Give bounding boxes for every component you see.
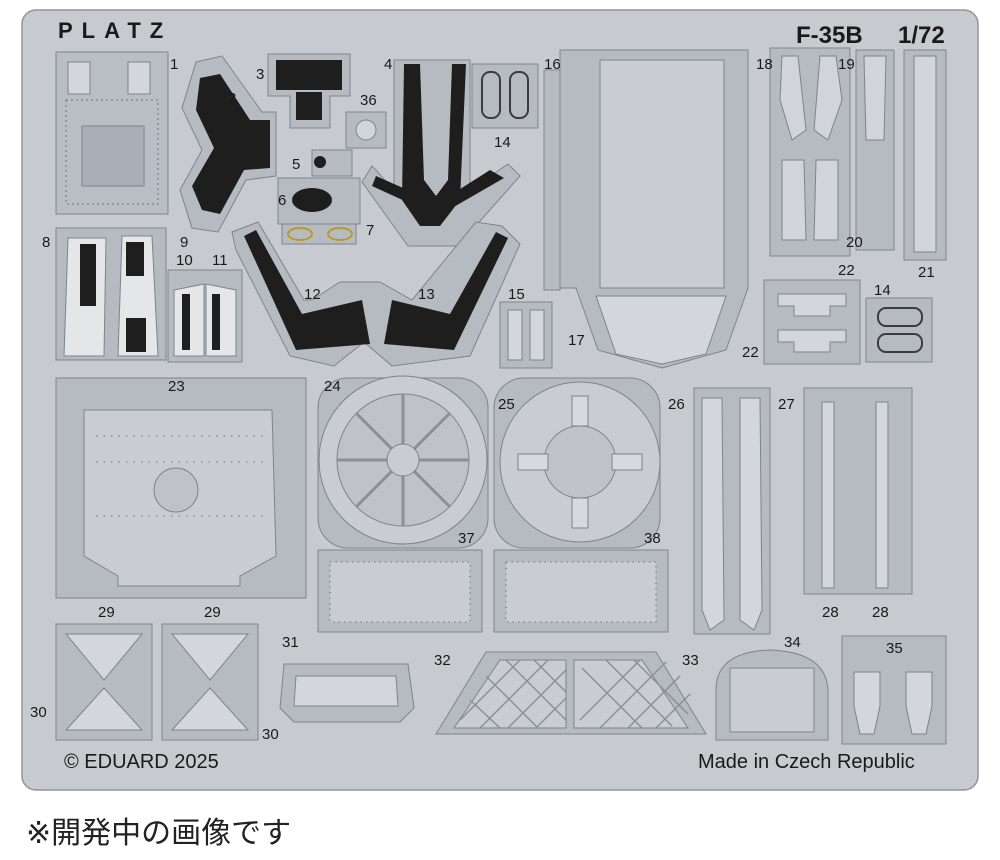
part-number: 22 — [742, 344, 759, 361]
part-number: 19 — [838, 56, 855, 73]
part-number: 15 — [508, 286, 525, 303]
part-number: 32 — [434, 652, 451, 669]
part-3-instrument-panel — [267, 53, 351, 129]
part-number: 26 — [668, 396, 685, 413]
part-number: 13 — [418, 286, 435, 303]
part-22-clips — [763, 279, 861, 365]
part-number: 34 — [784, 634, 801, 651]
part-number: 2 — [228, 90, 237, 107]
part-15-rails — [499, 301, 553, 369]
part-number: 21 — [918, 264, 935, 281]
brand-label: PLATZ — [58, 18, 173, 43]
part-number: 22 — [838, 262, 855, 279]
part-number: 38 — [644, 530, 661, 547]
part-16-17-fairing — [543, 49, 749, 369]
part-number: 29 — [98, 604, 115, 621]
part-36-plate — [345, 111, 387, 149]
part-number: 28 — [822, 604, 839, 621]
part-2-console — [179, 55, 277, 233]
part-12-13-seat-sides — [231, 221, 521, 367]
part-number: 29 — [204, 604, 221, 621]
part-number: 33 — [682, 652, 699, 669]
scale-label: 1/72 — [898, 22, 945, 49]
part-number: 30 — [262, 726, 279, 743]
part-number: 35 — [886, 640, 903, 657]
part-number: 3 — [256, 66, 265, 83]
part-number: 4 — [384, 56, 393, 73]
part-number: 17 — [568, 332, 585, 349]
part-8-9-side-consoles — [55, 227, 167, 361]
part-29-30-frames — [55, 623, 259, 741]
origin-label: Made in Czech Republic — [698, 751, 915, 773]
part-number: 25 — [498, 396, 515, 413]
part-14-buckles-right — [865, 297, 933, 363]
part-18-21-struts — [769, 47, 947, 261]
part-number: 5 — [292, 156, 301, 173]
part-number: 8 — [42, 234, 51, 251]
part-number: 9 — [180, 234, 189, 251]
part-number: 36 — [360, 92, 377, 109]
part-number: 24 — [324, 378, 341, 395]
part-number: 31 — [282, 634, 299, 651]
part-24-fan — [317, 375, 489, 549]
copyright-label: © EDUARD 2025 — [64, 751, 219, 773]
part-number: 6 — [278, 192, 287, 209]
part-number: 11 — [212, 252, 228, 269]
part-26-28-bars — [693, 387, 913, 635]
part-number: 28 — [872, 604, 889, 621]
part-25-ring — [493, 377, 661, 549]
part-10-11-panels — [167, 269, 243, 363]
photo-etch-fret — [21, 9, 979, 791]
part-number: 16 — [544, 56, 561, 73]
part-37-38-plates — [317, 549, 669, 633]
part-5-6-7-small — [277, 149, 361, 245]
part-31-bracket — [279, 663, 415, 723]
part-number: 23 — [168, 378, 185, 395]
part-14-buckles-top — [471, 63, 539, 129]
part-number: 12 — [304, 286, 321, 303]
part-number: 37 — [458, 530, 475, 547]
part-number: 1 — [170, 56, 179, 73]
part-23-panel — [55, 377, 307, 599]
part-number: 10 — [176, 252, 193, 269]
part-34-frame — [715, 649, 829, 741]
part-32-33-mesh — [435, 651, 707, 735]
part-number: 27 — [778, 396, 795, 413]
part-number: 14 — [494, 134, 511, 151]
part-1-panel — [55, 51, 169, 215]
part-number: 14 — [874, 282, 891, 299]
part-number: 18 — [756, 56, 773, 73]
part-number: 7 — [366, 222, 375, 239]
model-label: F-35B — [796, 22, 863, 49]
part-number: 20 — [846, 234, 863, 251]
part-number: 30 — [30, 704, 47, 721]
caption-note: ※開発中の画像です — [26, 816, 292, 851]
part-35-brackets — [841, 635, 947, 745]
part-4-harness — [361, 59, 521, 247]
